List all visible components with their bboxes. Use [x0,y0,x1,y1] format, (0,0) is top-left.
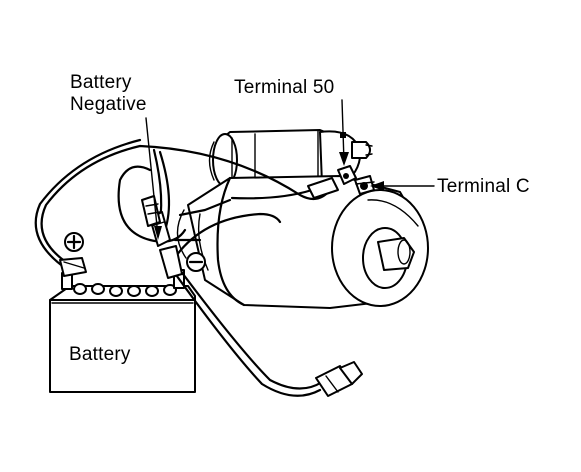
battery-label: Battery [69,344,131,365]
negative-cable [170,212,282,264]
battery-negative-label-line1: Battery [70,72,132,93]
battery-negative-label-line2: Negative [70,94,147,115]
battery-icon [49,269,196,393]
motor-body [187,175,429,309]
positive-cable [40,144,332,268]
terminal-c-label: Terminal C [437,176,530,197]
terminal-50-stud [337,165,357,185]
terminal-c-stud [354,175,375,195]
terminal-50-clip [307,177,339,199]
negative-clamp [159,245,183,279]
leader-lines [145,99,435,240]
remote-plug [315,361,363,397]
terminal-50-label: Terminal 50 [234,77,335,98]
battery-negative-label: Battery Negative [70,72,147,116]
cell-caps [73,283,177,297]
remote-lead [178,268,324,390]
starter-motor-icon [173,129,429,309]
cables [34,138,363,397]
minus-circle-icon [186,252,206,272]
rear-bracket [173,198,232,259]
plus-circle-icon [64,232,84,252]
